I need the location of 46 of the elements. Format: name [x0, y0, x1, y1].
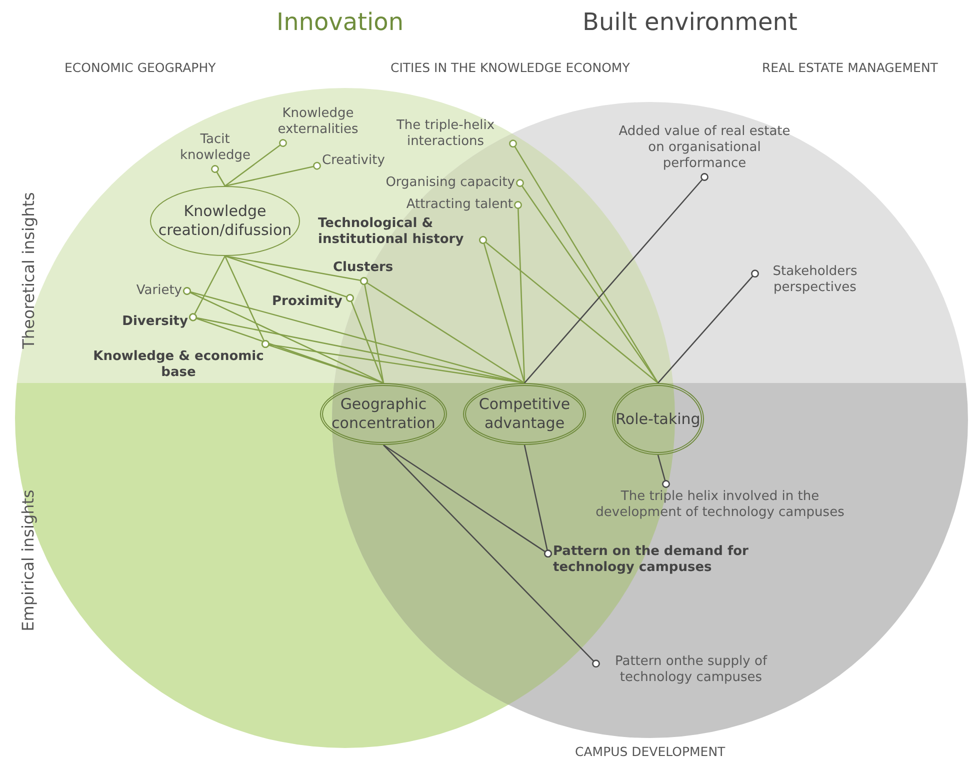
concept-text: Tacit knowledge: [180, 132, 250, 164]
section-heading: CAMPUS DEVELOPMENT: [575, 744, 726, 759]
connector-line: [509, 140, 659, 384]
connector-line: [479, 236, 658, 384]
concept-text: The triple helix involved in the development of technology campuses: [585, 489, 855, 521]
axis-label: Empirical insights: [18, 489, 38, 631]
concept-text: Variety: [116, 283, 182, 299]
circle-heading: Innovation: [276, 8, 404, 36]
connector-line: [658, 270, 759, 384]
connector-line: [360, 277, 525, 384]
section-heading: ECONOMIC GEOGRAPHY: [64, 60, 216, 75]
connector-line: [524, 173, 708, 384]
connector-line: [211, 165, 226, 186]
connector-line: [383, 444, 600, 668]
concept-text: Pattern onthe supply of technology campuses: [601, 654, 781, 686]
connector-line: [224, 162, 321, 187]
concept-text: Organising capacity: [350, 175, 515, 191]
connector-line: [657, 454, 670, 488]
connector-line: [262, 340, 384, 384]
concept-text: Knowledge externalities: [268, 106, 368, 138]
concept-text: Added value of real estate on organisational performance: [612, 124, 797, 172]
concept-text: Creativity: [322, 153, 394, 169]
connector-line: [224, 139, 287, 187]
circle-heading: Built environment: [582, 8, 798, 36]
connector-line: [383, 444, 552, 558]
concept-text: Pattern on the demand for technology campuses: [553, 544, 753, 576]
axis-label: Theoretical insights: [18, 192, 38, 348]
concept-text: Attracting talent: [385, 197, 513, 213]
concept-text: Technological & institutional history: [318, 216, 478, 248]
connector-line: [224, 256, 270, 348]
concept-ellipse: Knowledge creation/difussion: [150, 186, 300, 256]
concept-ellipse: Role-taking: [612, 383, 704, 455]
concept-text: Knowledge & economic base: [86, 349, 271, 381]
concept-ellipse: Competitive advantage: [463, 383, 586, 445]
section-heading: CITIES IN THE KNOWLEDGE ECONOMY: [390, 60, 630, 75]
concept-text: Stakeholders perspectives: [760, 264, 870, 296]
concept-ellipse: Geographic concentration: [320, 383, 447, 445]
connector-line: [516, 179, 659, 384]
connector-line: [514, 201, 526, 384]
connector-line: [360, 277, 384, 384]
concept-text: Clusters: [333, 260, 395, 276]
connector-line: [346, 294, 384, 384]
section-heading: REAL ESTATE MANAGEMENT: [762, 60, 938, 75]
concept-text: Proximity: [272, 294, 345, 310]
concept-text: Diversity: [118, 314, 188, 330]
concept-text: The triple-helix interactions: [383, 118, 508, 150]
